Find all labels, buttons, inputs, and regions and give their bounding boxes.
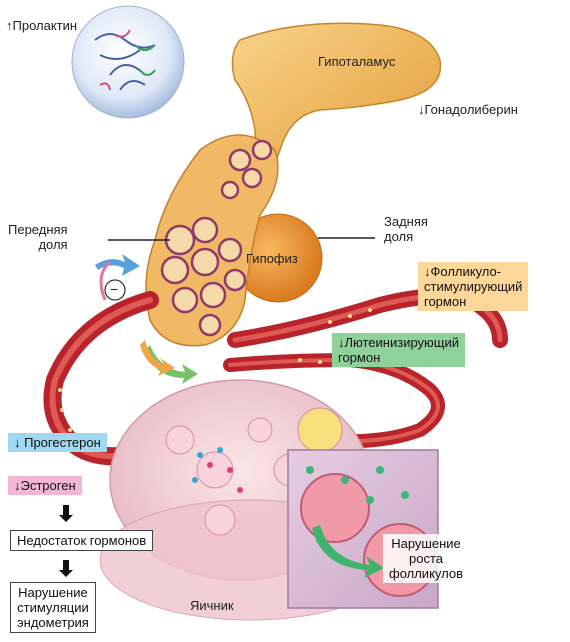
follicle-disorder-box: Нарушение роста фолликулов <box>383 534 469 583</box>
pituitary-label: Гипофиз <box>246 251 298 266</box>
fsh-box: ↓Фолликуло- стимулирующий гормон <box>418 262 528 311</box>
prolactin-molecule-icon <box>72 6 184 118</box>
hormone-deficit-box: Недостаток гормонов <box>10 530 153 551</box>
prolactin-label: ↑Пролактин <box>6 18 77 33</box>
ovary-label: Яичник <box>190 598 234 613</box>
endometrium-box: Нарушение стимуляции эндометрия <box>10 582 96 633</box>
gonadoliberin-label: ↓Гонадолиберин <box>418 102 518 117</box>
posterior-lobe-label: Задняя доля <box>384 214 428 244</box>
anterior-lobe-label: Передняя доля <box>8 222 68 252</box>
lh-box: ↓Лютеинизирующий гормон <box>332 333 465 367</box>
progesterone-box: ↓ Прогестерон <box>8 433 107 452</box>
inset-follicle-large <box>301 474 369 542</box>
inhibition-sign: − <box>110 282 118 297</box>
estrogen-box: ↓Эстроген <box>8 476 82 495</box>
hypothalamus-label: Гипоталамус <box>318 54 395 69</box>
